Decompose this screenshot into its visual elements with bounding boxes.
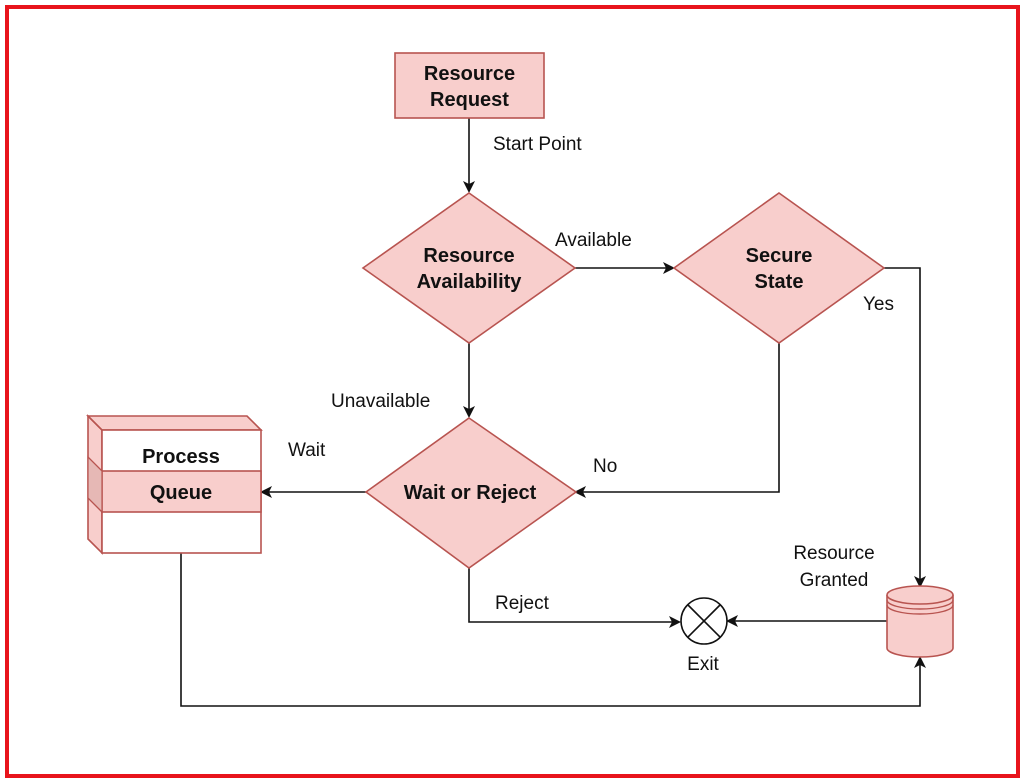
node-process-queue: Process Queue xyxy=(86,414,263,555)
edge-queue-to-granted xyxy=(180,553,926,707)
node-resource-availability-line1: Resource xyxy=(423,245,514,267)
node-secure-state: Secure State xyxy=(672,192,886,344)
edge-secure-no-to-wait xyxy=(574,343,780,498)
edge-label-start-point: Start Point xyxy=(493,134,582,155)
node-resource-request-line1: Resource xyxy=(424,63,515,85)
diagram-frame xyxy=(5,5,1020,778)
edges xyxy=(180,118,926,707)
node-process-queue-line2: Queue xyxy=(150,482,212,504)
node-resource-granted: Resource Granted xyxy=(793,543,954,658)
node-resource-granted-line1: Resource xyxy=(793,543,874,564)
node-resource-request: Resource Request xyxy=(394,52,545,119)
edge-label-unavailable: Unavailable xyxy=(331,391,430,412)
node-resource-availability-line2: Availability xyxy=(417,271,523,293)
edge-secure-yes-to-granted xyxy=(884,267,926,588)
edge-label-wait: Wait xyxy=(288,440,326,461)
node-wait-or-reject: Wait or Reject xyxy=(364,417,578,569)
node-exit: Exit xyxy=(680,597,728,675)
edge-label-no: No xyxy=(593,456,617,477)
node-resource-availability: Resource Availability xyxy=(361,192,577,344)
node-exit-label: Exit xyxy=(687,654,719,675)
node-process-queue-line1: Process xyxy=(142,446,220,468)
node-secure-state-line2: State xyxy=(755,271,804,293)
edge-label-reject: Reject xyxy=(495,593,550,614)
node-wait-or-reject-label: Wait or Reject xyxy=(404,482,537,504)
edge-label-available: Available xyxy=(555,230,632,251)
edge-wait-reject-to-exit xyxy=(468,568,681,628)
edge-label-yes: Yes xyxy=(863,294,894,315)
node-resource-request-line2: Request xyxy=(430,89,509,111)
node-secure-state-line1: Secure xyxy=(746,245,813,267)
node-resource-granted-line2: Granted xyxy=(800,570,869,591)
